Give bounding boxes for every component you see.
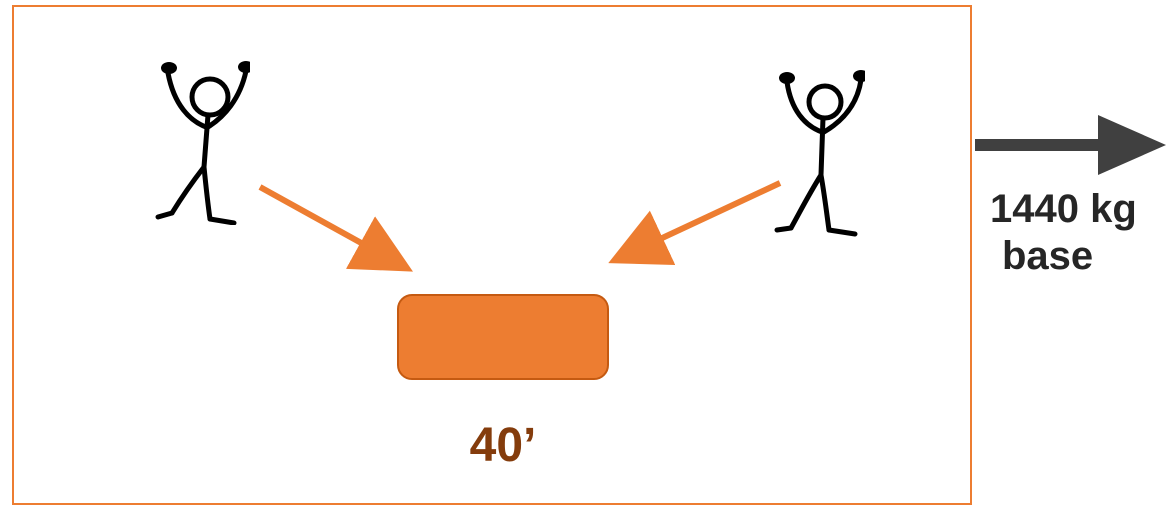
diagram-frame [12, 5, 972, 505]
push-arrow-left [258, 184, 414, 272]
cargo-box [397, 294, 609, 380]
force-caption-label: base [1002, 234, 1094, 278]
force-arrow-head [1098, 115, 1166, 175]
box-label: 40’ [469, 419, 537, 472]
stick-figure-icon [155, 61, 250, 225]
stick-figure-icon [774, 70, 865, 237]
push-arrow-right [608, 180, 782, 265]
force-value-label: 1440 kg [990, 187, 1137, 231]
